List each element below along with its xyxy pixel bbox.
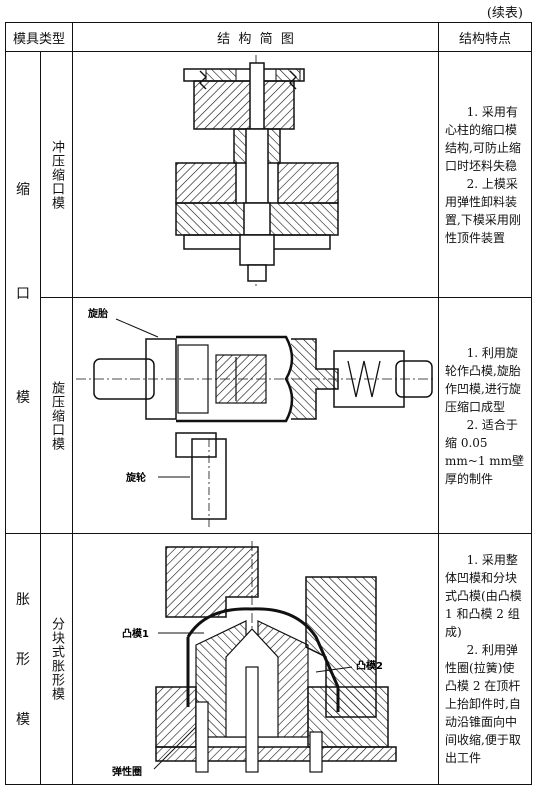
features-stamping-necking: 1. 采用有心柱的缩口模结构,可防止缩口时坯料失稳 2. 上模采用弹性卸料装置,… — [438, 51, 533, 298]
header-structure-drawing: 结 构 简 图 — [72, 22, 440, 52]
spin-necking-drawing: 旋胎 旋轮 — [75, 307, 436, 529]
label-punch-1: 凸模1 — [122, 627, 149, 640]
table-row: 旋压缩口模 旋胎 旋轮 — [6, 297, 533, 534]
category-char: 口 — [16, 285, 30, 302]
feature-item: 2. 利用弹性圈(拉簧)使凸模 2 在顶杆上抬卸件时,自动沿锥面向中间收缩,便于… — [445, 643, 521, 765]
split-bulging-drawing: 凸模1 凸模2 弹性圈 — [112, 541, 397, 778]
label-elastic-ring: 弹性圈 — [112, 765, 142, 777]
die-name-spin-necking: 旋压缩口模 — [39, 297, 74, 534]
figure-spin-necking-die: 旋胎 旋轮 — [72, 297, 440, 534]
category-char: 形 — [16, 652, 30, 668]
table-row: 缩 口 模 冲压缩口模 — [5, 51, 533, 534]
category-char: 缩 — [16, 181, 30, 198]
table-row: 胀 形 模 分块式胀形模 凸模1 — [5, 533, 533, 785]
figure-split-bulging-die: 凸模1 凸模2 弹性圈 — [72, 533, 440, 785]
category-necking-die: 缩 口 模 — [5, 51, 41, 534]
die-name-stamping-necking: 冲压缩口模 — [39, 51, 74, 298]
feature-item: 2. 适合于缩 0.05 mm~1 mm壁厚的制件 — [445, 417, 525, 486]
die-name-split-bulging: 分块式胀形模 — [39, 533, 74, 785]
label-spinner-wheel: 旋轮 — [125, 471, 146, 484]
feature-item: 2. 上模采用弹性卸料装置,下模采用刚性顶件装置 — [445, 176, 521, 245]
continued-label: (续表) — [486, 6, 523, 21]
die-structure-table: 模具类型 结 构 简 图 结构特点 缩 口 模 冲压缩口模 — [4, 22, 533, 785]
features-spin-necking: 1. 利用旋轮作凸模,旋胎作凹模,进行旋压缩口成型 2. 适合于缩 0.05 m… — [438, 297, 533, 534]
header-die-type: 模具类型 — [4, 22, 74, 52]
category-char: 胀 — [16, 592, 30, 608]
feature-item: 1. 利用旋轮作凸模,旋胎作凹模,进行旋压缩口成型 — [445, 345, 521, 414]
category-bulging-die: 胀 形 模 — [5, 533, 41, 785]
stamping-necking-drawing — [174, 54, 339, 289]
feature-item: 1. 采用整体凹模和分块式凸模(由凸模 1 和凸模 2 组成) — [445, 553, 522, 639]
features-split-bulging: 1. 采用整体凹模和分块式凸模(由凸模 1 和凸模 2 组成) 2. 利用弹性圈… — [438, 533, 533, 785]
label-punch-2: 凸模2 — [356, 659, 383, 672]
header-structure-features: 结构特点 — [438, 22, 533, 52]
category-char: 模 — [16, 712, 30, 728]
feature-item: 1. 采用有心柱的缩口模结构,可防止缩口时坯料失稳 — [445, 104, 521, 173]
category-char: 模 — [16, 389, 30, 406]
figure-stamping-necking-die — [72, 51, 440, 298]
header-row: 模具类型 结 构 简 图 结构特点 — [4, 22, 533, 52]
label-spinner-blank: 旋胎 — [87, 307, 108, 320]
